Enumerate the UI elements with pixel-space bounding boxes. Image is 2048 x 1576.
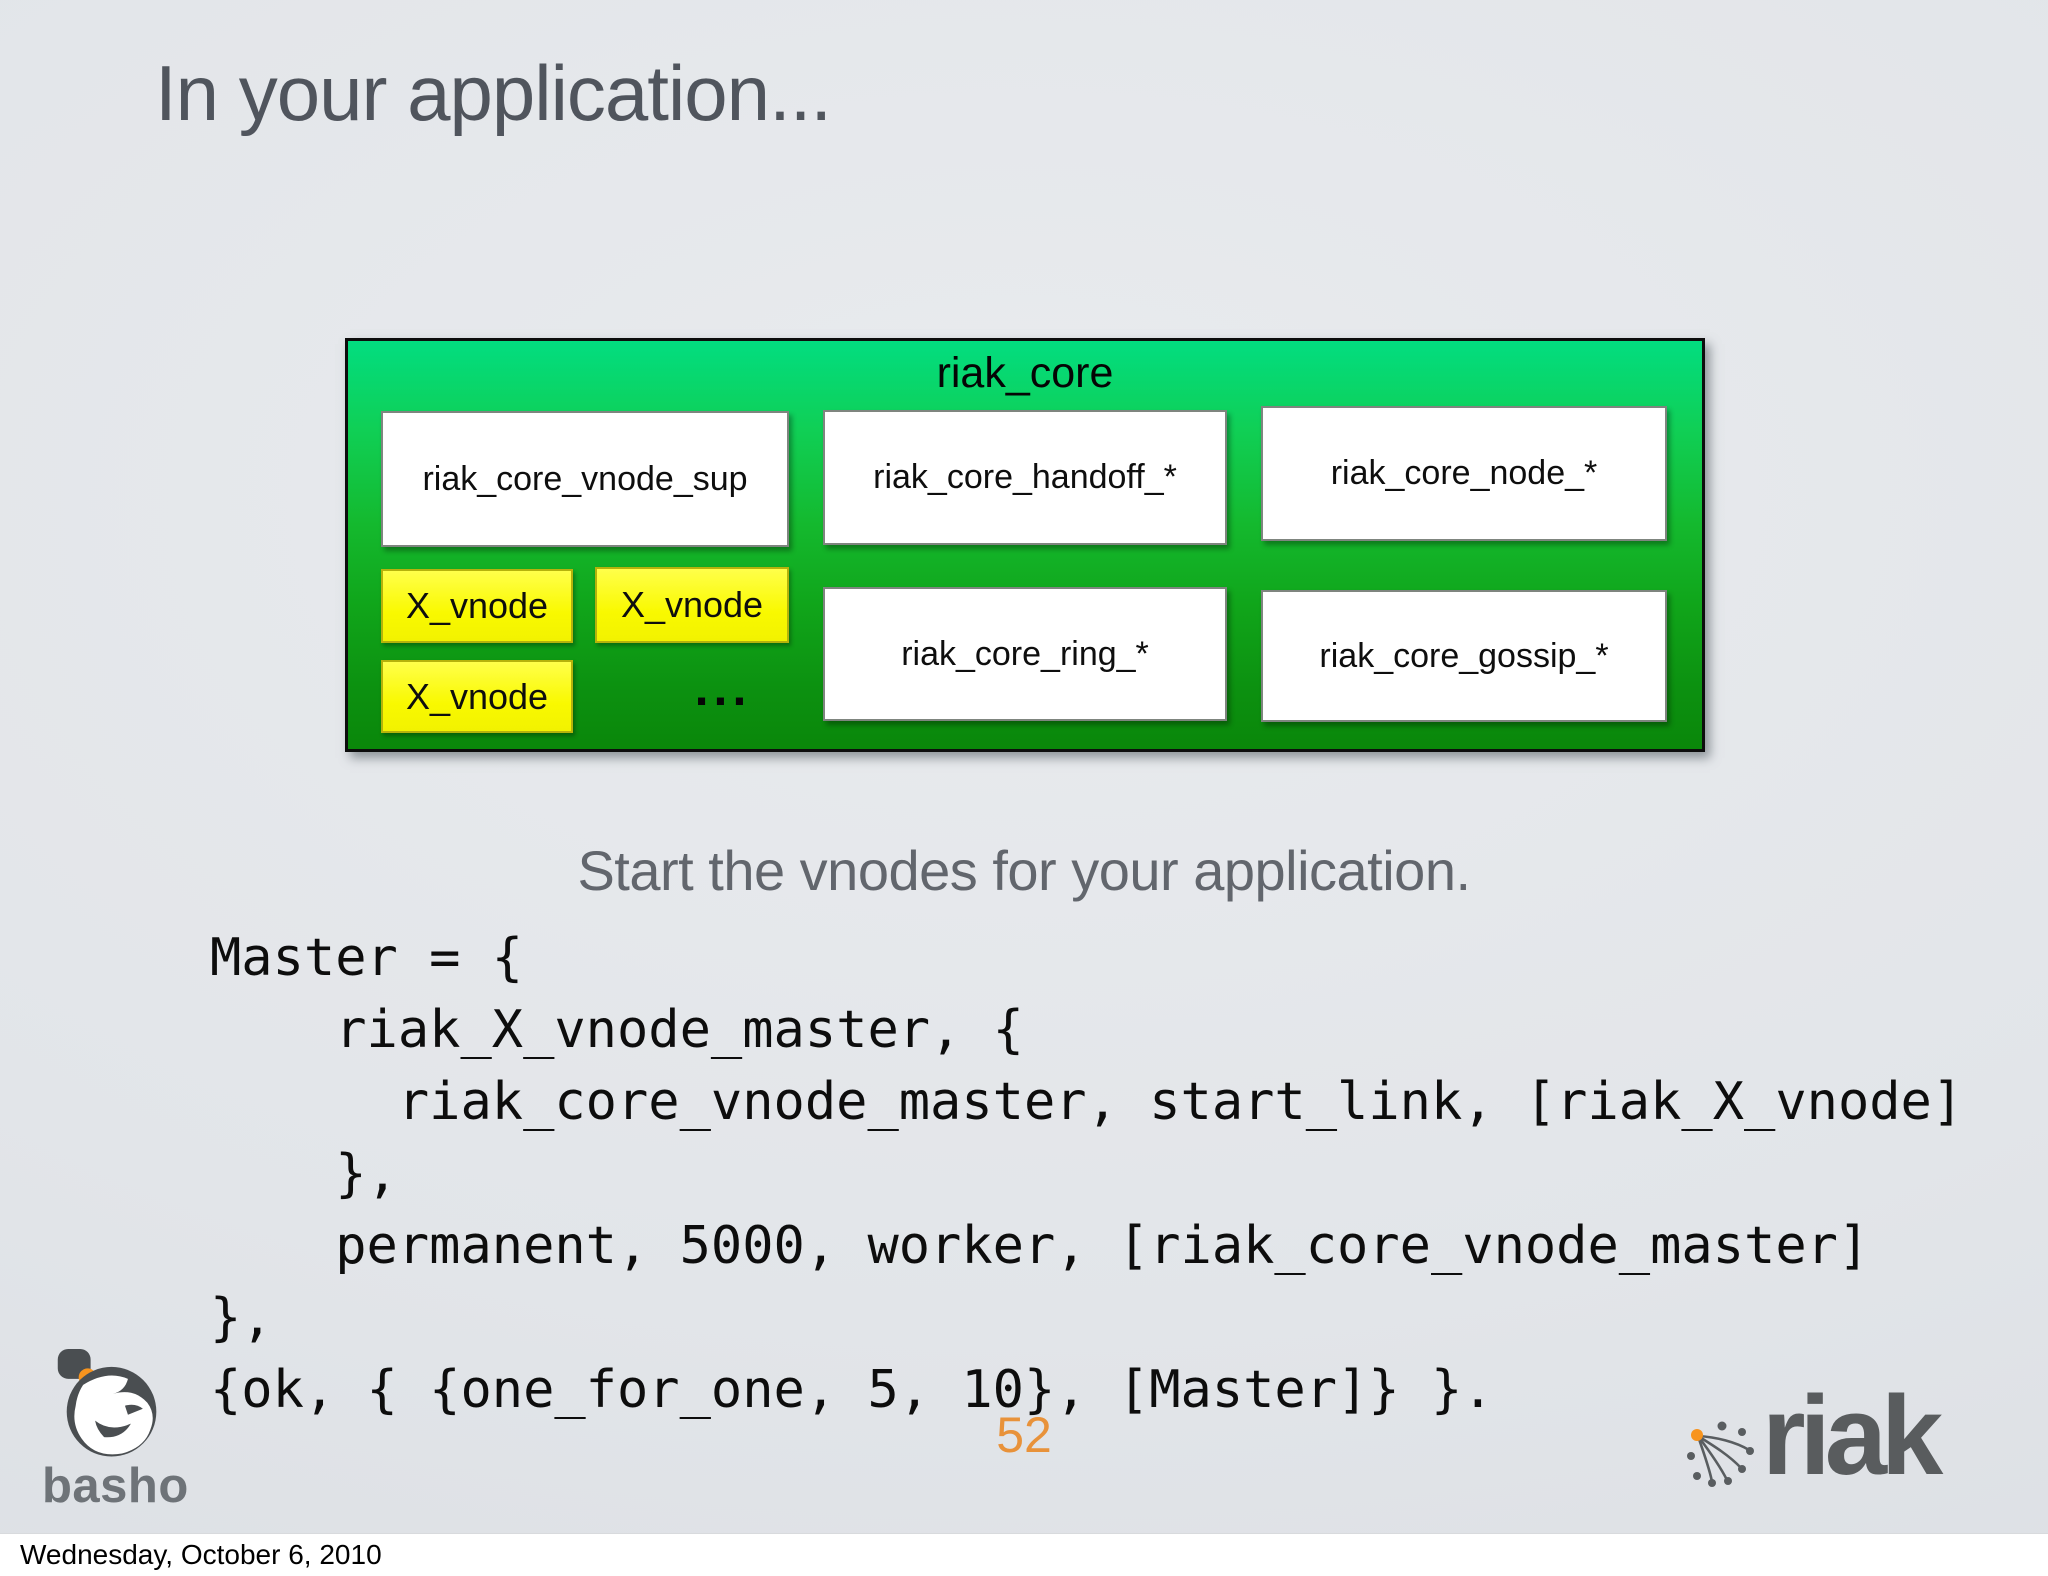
riak-wordmark: riak — [1762, 1373, 1943, 1498]
riak-logo: riak — [1686, 1373, 2036, 1516]
module-riak-core-ring: riak_core_ring_* — [823, 587, 1227, 721]
code-block: Master = { riak_X_vnode_master, { riak_c… — [210, 928, 1964, 1420]
basho-wordmark: basho — [42, 1459, 189, 1513]
module-riak-core-node: riak_core_node_* — [1261, 406, 1667, 541]
basho-mascot-icon — [57, 1348, 157, 1457]
footer-bar: Wednesday, October 6, 2010 — [0, 1533, 2048, 1576]
riak-spray-icon — [1687, 1421, 1754, 1487]
module-riak-core-gossip: riak_core_gossip_* — [1261, 590, 1667, 722]
footer-date: Wednesday, October 6, 2010 — [20, 1539, 382, 1570]
riak-core-container: riak_core riak_core_vnode_sup riak_core_… — [345, 338, 1705, 752]
module-riak-core-vnode-sup: riak_core_vnode_sup — [381, 411, 789, 547]
slide-subtitle: Start the vnodes for your application. — [577, 839, 1471, 902]
page-number: 52 — [996, 1407, 1052, 1463]
vnode-box-2: X_vnode — [595, 567, 789, 643]
riak-core-label: riak_core — [936, 349, 1114, 397]
vnode-box-1: X_vnode — [381, 569, 573, 643]
module-riak-core-handoff: riak_core_handoff_* — [823, 410, 1227, 545]
vnode-ellipsis: ... — [694, 660, 752, 716]
basho-logo: basho — [38, 1346, 238, 1516]
vnode-box-3: X_vnode — [381, 660, 573, 733]
slide-title: In your application... — [155, 49, 832, 137]
